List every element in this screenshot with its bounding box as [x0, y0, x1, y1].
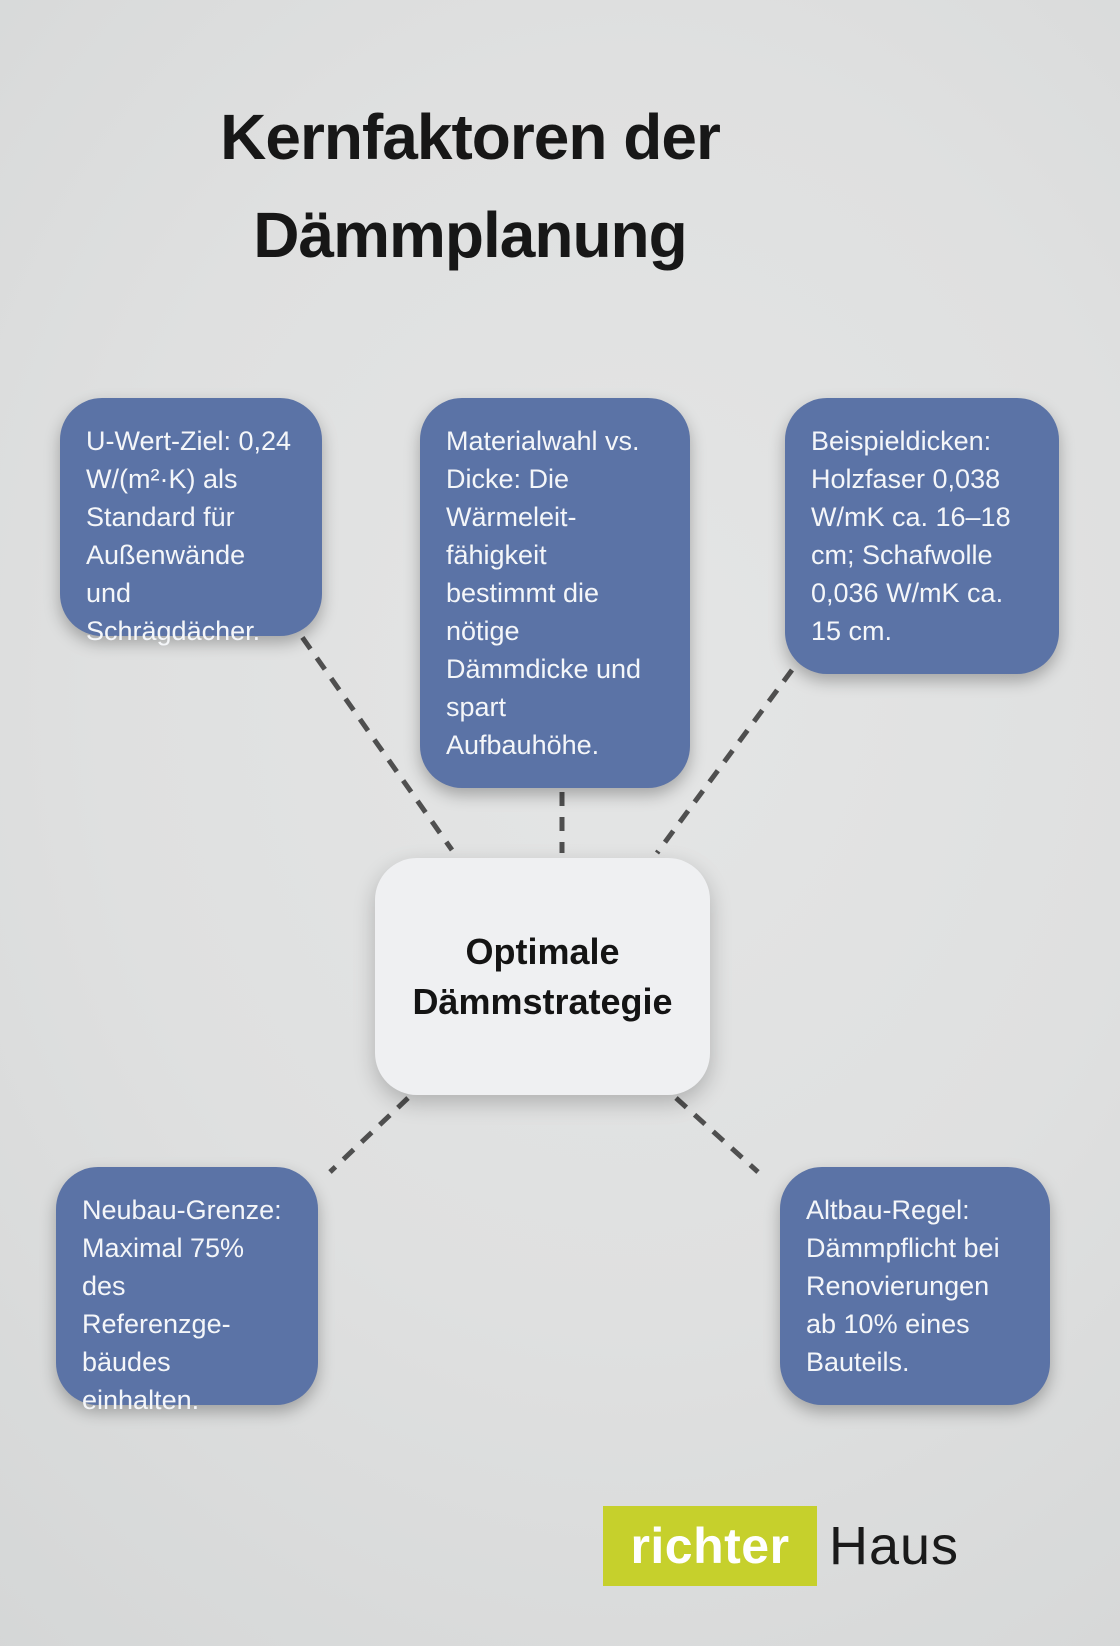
factor-node-neubau-grenze: Neubau-Grenze: Maximal 75% des Referenzg… — [56, 1167, 318, 1415]
factor-node-materialwahl: Materialwahl vs. Dicke: Die Wärmeleit- f… — [420, 398, 690, 788]
connector-line-bottom-left — [328, 1096, 410, 1174]
factor-node-altbau-regel: Altbau-Regel: Dämmpflicht bei Renovierun… — [780, 1167, 1050, 1405]
connector-line-top-left — [285, 615, 455, 852]
brand-logo-primary: richter — [603, 1506, 817, 1586]
connector-line-top-right — [654, 668, 795, 855]
factor-node-u-wert-ziel: U-Wert-Ziel: 0,24 W/(m²·K) als Standard … — [60, 398, 322, 646]
factor-node-beispieldicken: Beispieldicken: Holzfaser 0,038 W/mK ca.… — [785, 398, 1059, 674]
page-title: Kernfaktoren der Dämmplanung — [220, 101, 721, 271]
center-node: Optimale Dämmstrategie — [375, 858, 710, 1095]
brand-logo: richter Haus — [603, 1506, 959, 1586]
brand-logo-secondary: Haus — [829, 1516, 960, 1576]
connector-line-bottom-right — [674, 1096, 760, 1174]
